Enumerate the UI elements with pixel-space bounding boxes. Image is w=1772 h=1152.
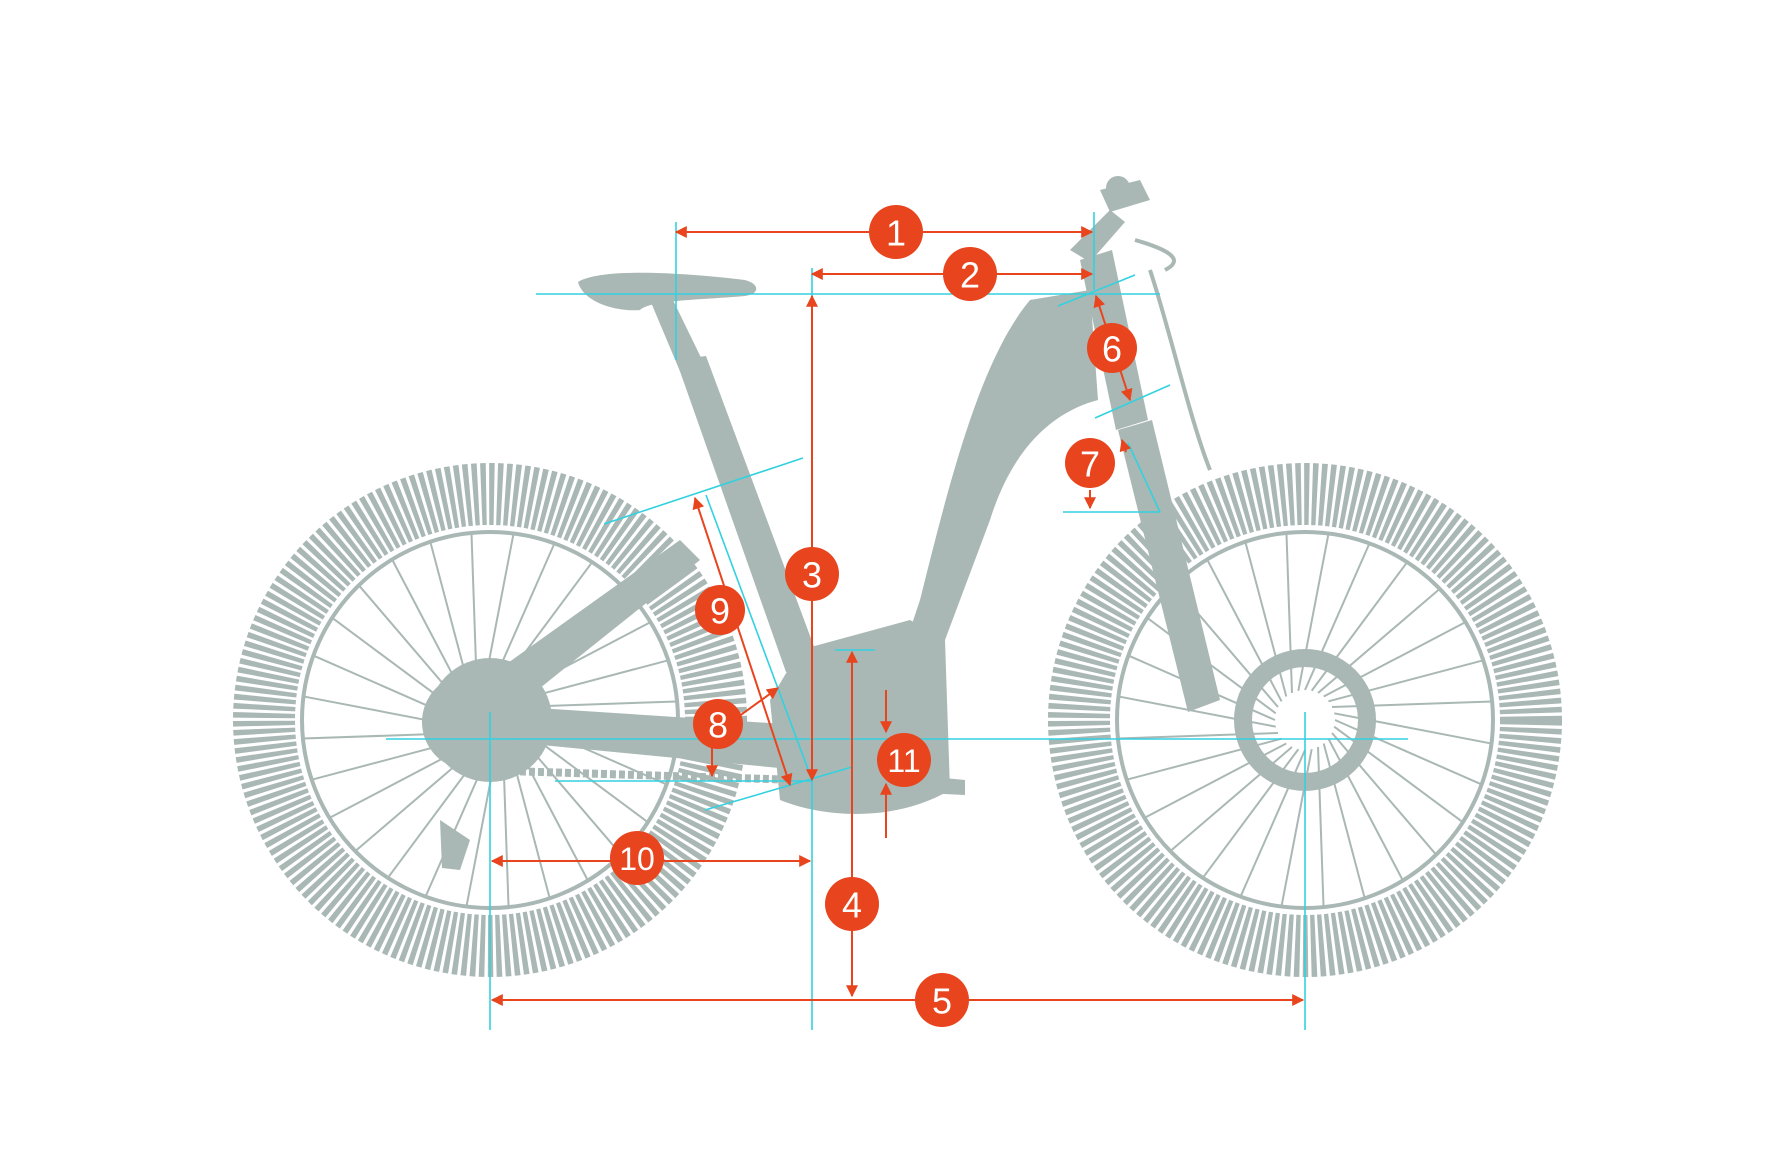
down-tube <box>900 290 1098 660</box>
badge-4-label: 4 <box>842 885 862 926</box>
spoke <box>1144 742 1287 819</box>
badge-2: 2 <box>943 247 997 301</box>
badge-8-label: 8 <box>708 705 728 746</box>
spoke <box>1327 738 1404 881</box>
badge-11-label: 11 <box>887 743 920 779</box>
badges: 1 2 3 4 5 6 7 8 9 10 11 <box>610 205 1137 1027</box>
guide-lines <box>386 212 1408 1030</box>
badge-9-label: 9 <box>710 591 730 632</box>
cassette <box>422 674 518 770</box>
stem <box>1070 210 1125 262</box>
spoke <box>1333 725 1464 823</box>
fork <box>1118 420 1220 712</box>
badge-7-label: 7 <box>1080 444 1100 485</box>
spoke <box>1323 621 1466 698</box>
badge-1: 1 <box>869 205 923 259</box>
dimension-lines <box>490 226 1305 1006</box>
badge-2-label: 2 <box>960 255 980 296</box>
badge-5-label: 5 <box>932 981 952 1022</box>
spoke <box>1310 561 1408 692</box>
badge-6: 6 <box>1087 323 1137 373</box>
spoke <box>1206 559 1283 702</box>
seat-post <box>650 298 708 376</box>
seat-stay <box>470 540 700 720</box>
badge-1-label: 1 <box>886 213 906 254</box>
badge-5: 5 <box>915 973 969 1027</box>
badge-4: 4 <box>825 877 879 931</box>
badge-6-label: 6 <box>1102 329 1122 370</box>
badge-7: 7 <box>1065 438 1115 488</box>
saddle <box>578 272 757 311</box>
badge-10-label: 10 <box>619 841 655 877</box>
badge-10: 10 <box>610 831 664 885</box>
badge-3-label: 3 <box>802 555 822 596</box>
badge-9: 9 <box>695 585 745 635</box>
front-brake-disc <box>1242 657 1368 783</box>
dim-9-line <box>692 496 793 787</box>
badge-11: 11 <box>877 733 931 787</box>
badge-3: 3 <box>785 547 839 601</box>
spoke <box>1202 748 1300 879</box>
badge-8: 8 <box>693 699 743 749</box>
bike-silhouette-icon <box>233 176 1562 977</box>
